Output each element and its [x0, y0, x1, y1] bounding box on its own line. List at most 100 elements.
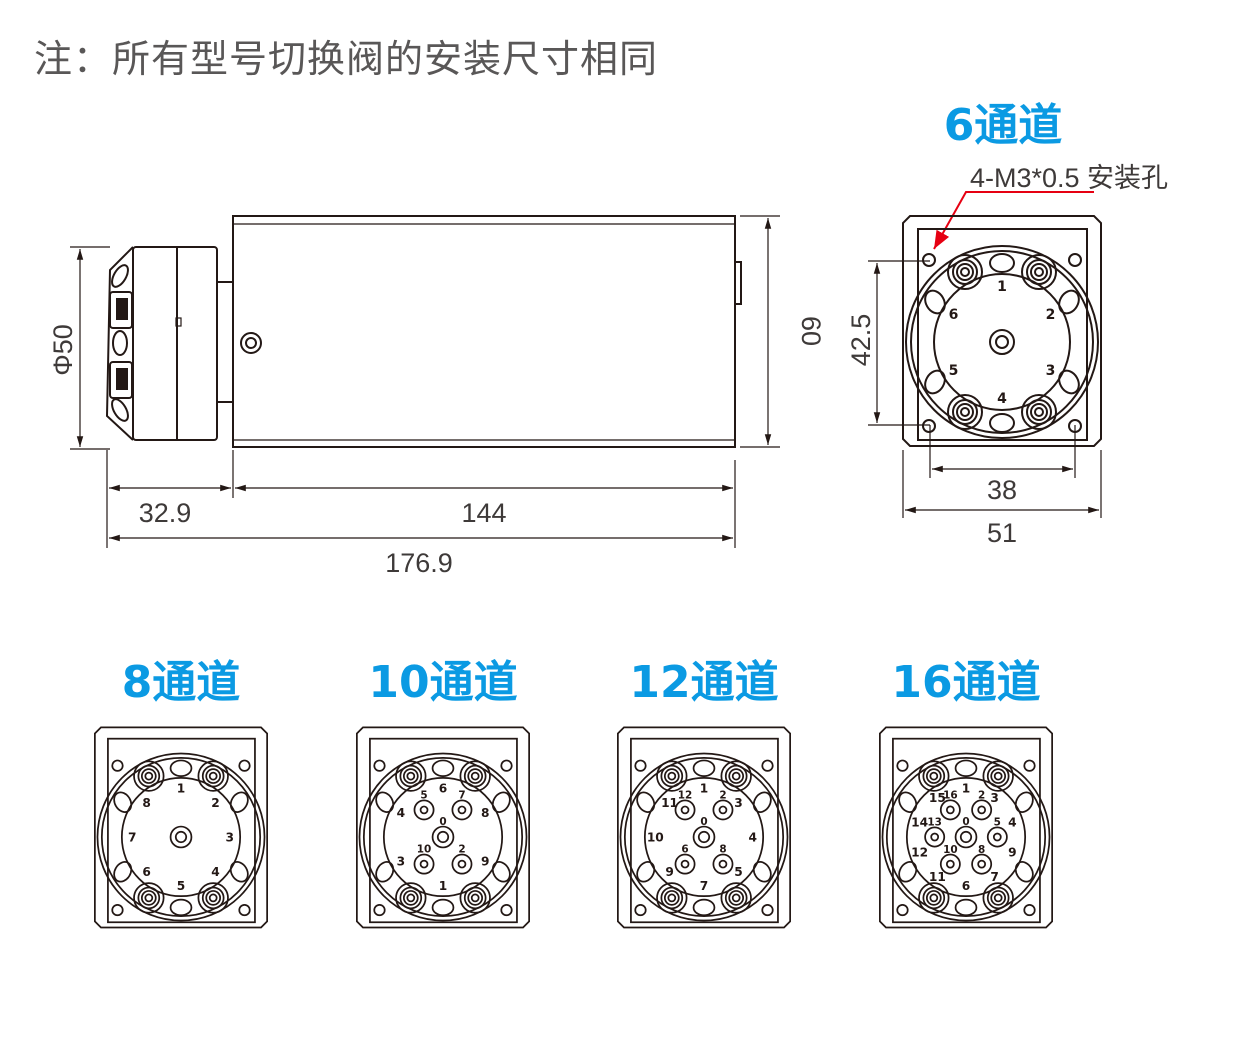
face-width-label: 51: [987, 518, 1017, 548]
oval-slot: [752, 861, 772, 883]
connector-core: [960, 267, 970, 277]
connector-core: [731, 771, 741, 781]
mounting-plate: [902, 215, 1102, 447]
mounting-hole-icon: [761, 903, 774, 917]
oval-slot: [924, 369, 946, 395]
connector-core: [667, 771, 677, 781]
oval-slot: [1014, 861, 1034, 883]
connector-icon: [197, 882, 229, 914]
connector-icon: [720, 882, 752, 914]
valve-body: [232, 215, 736, 448]
oval-slot: [636, 791, 656, 813]
side-view: Φ50 60 32.9 144 176.9: [48, 215, 826, 578]
connector-ring: [925, 768, 942, 784]
port-number-label: 8: [978, 844, 985, 856]
port-number-label: 10: [417, 844, 432, 856]
port-number-label: 16: [943, 790, 958, 802]
outer-ring-inner: [885, 756, 1047, 918]
mounting-hole-icon: [238, 759, 251, 772]
connector-icon: [133, 882, 165, 914]
mounting-hole-icon: [111, 903, 124, 917]
channel-port-core: [718, 859, 728, 869]
outer-ring: [905, 245, 1099, 439]
channel-number-label: 9: [665, 865, 673, 879]
connector-icon: [947, 254, 983, 290]
center-port-core: [995, 335, 1009, 349]
connector-ring: [402, 768, 419, 784]
connector-ring: [1030, 403, 1048, 421]
connector-core: [929, 771, 939, 781]
oval-slot: [375, 791, 395, 813]
center-port-core: [436, 830, 450, 844]
main-face-title: 6通道: [944, 100, 1063, 151]
oval-slot: [431, 759, 455, 777]
oval-slot: [431, 898, 455, 917]
connector-ring: [140, 768, 157, 784]
mounting-hole-icon: [761, 759, 774, 772]
connector-ring: [952, 259, 978, 285]
center-port-core: [697, 830, 711, 844]
hole-spacing-vertical: 42.5: [846, 314, 876, 367]
connector-core: [929, 893, 939, 903]
connector-ring: [990, 768, 1007, 784]
body-length-label: 144: [461, 498, 506, 528]
connector-icon: [1021, 254, 1057, 290]
channel-port-core: [977, 859, 987, 869]
mounting-plate: [616, 726, 792, 929]
oval-slot: [169, 759, 193, 777]
mounting-plate: [355, 726, 531, 929]
connector-ring: [467, 768, 484, 784]
port-number-label: 7: [458, 790, 465, 802]
connector-ring: [986, 886, 1010, 910]
channel-number-label: 3: [990, 791, 998, 805]
channel-number-label: 15: [929, 791, 946, 805]
fitting-icon: [109, 361, 133, 399]
head-taper: [105, 246, 134, 441]
channel-number-label: 3: [1046, 363, 1056, 379]
mounting-hole-icon: [922, 419, 936, 433]
channel-number-label: 8: [481, 806, 489, 820]
mounting-hole-icon: [1023, 759, 1036, 772]
channel-number-label: 4: [211, 865, 219, 879]
oval-slot: [113, 791, 133, 813]
channel-number-label: 8: [142, 796, 150, 810]
mounting-hole-icon: [373, 759, 386, 772]
valve-head: [132, 246, 218, 441]
oval-slot: [989, 253, 1015, 273]
oval-slot: [229, 861, 249, 883]
connector-ring: [956, 263, 974, 281]
channel-port: [971, 799, 993, 821]
oval-slot: [898, 791, 918, 813]
channel-number-label: 6: [949, 307, 959, 323]
channel-number-label: 4: [1008, 815, 1016, 829]
outer-ring: [358, 752, 528, 922]
installation-note: 注：所有型号切换阀的安装尺寸相同: [34, 37, 659, 81]
connector-core: [144, 893, 154, 903]
channel-number-label: 9: [481, 855, 489, 869]
oval-slot: [954, 898, 978, 917]
mounting-hole-icon: [922, 253, 936, 267]
center-port-label: 0: [439, 816, 446, 828]
connector-ring: [140, 890, 157, 906]
variant-title: 16通道: [891, 657, 1040, 708]
channel-number-label: 3: [734, 796, 742, 810]
plate-recess: [369, 737, 518, 924]
connector-icon: [918, 882, 950, 914]
port-number-label: 6: [681, 844, 688, 856]
head-length-label: 32.9: [139, 498, 192, 528]
mounting-hole-callout: 4-M3*0.5 安装孔: [970, 163, 1168, 193]
oval-slot: [898, 861, 918, 883]
mounting-plate: [878, 726, 1054, 929]
mounting-hole-icon: [896, 903, 909, 917]
mounting-hole-icon: [500, 903, 513, 917]
channel-port-core: [419, 805, 429, 815]
oval-slot: [692, 898, 716, 917]
oval-slot: [989, 413, 1015, 433]
inner-ring: [933, 273, 1071, 411]
oval-slot: [375, 861, 395, 883]
